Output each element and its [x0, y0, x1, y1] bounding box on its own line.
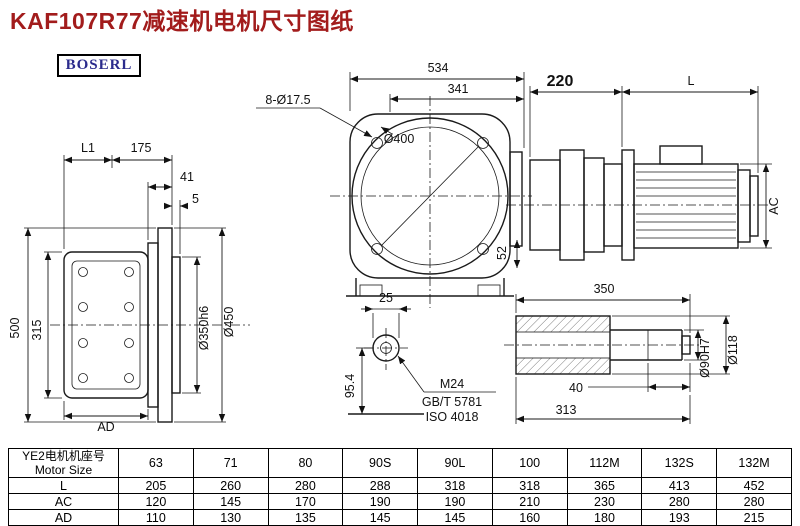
- motor-body: [633, 163, 739, 249]
- size-col-63: 63: [118, 448, 194, 478]
- technical-drawing: L1 175 41 5 500 315 AD Ø350h6 Ø45: [8, 61, 781, 434]
- bolt-hole: [371, 137, 383, 149]
- cell: 190: [342, 493, 419, 510]
- table-row-ad: AD 110 130 135 145 145 160 180 193 215: [8, 509, 792, 526]
- size-col-132m: 132M: [716, 448, 792, 478]
- dim-95-4: 95.4: [343, 374, 357, 398]
- motor-size-header: YE2电机机座号 Motor Size: [8, 448, 119, 478]
- row-label-ac: AC: [8, 493, 119, 510]
- flange-circle: [351, 117, 509, 275]
- dim-450: Ø450: [222, 307, 236, 338]
- motor-side-view: 220 L AC: [506, 73, 781, 261]
- dim-motor-l: L: [688, 74, 695, 88]
- size-col-90s: 90S: [342, 448, 419, 478]
- cell: 145: [417, 509, 493, 526]
- cell: 160: [491, 509, 568, 526]
- brand-logo: BOSERL: [57, 54, 141, 77]
- size-col-71: 71: [192, 448, 269, 478]
- dim-313: 313: [556, 403, 577, 417]
- cell: 260: [192, 477, 269, 494]
- cell: 135: [267, 509, 344, 526]
- dim-ad: AD: [97, 420, 114, 434]
- dim-315: 315: [30, 320, 44, 341]
- cell: 215: [716, 509, 792, 526]
- dim-118: Ø118: [726, 335, 740, 365]
- dim-25: 25: [379, 291, 393, 305]
- size-col-100: 100: [491, 448, 568, 478]
- dim-ac: AC: [767, 197, 781, 214]
- note-iso4018: ISO 4018: [426, 410, 479, 424]
- fan-cowl: [749, 175, 759, 237]
- bolt-hole: [371, 243, 383, 255]
- cell: 413: [641, 477, 718, 494]
- cell: 193: [641, 509, 718, 526]
- row-label-ad: AD: [8, 509, 119, 526]
- bolt-hole: [477, 243, 489, 255]
- size-col-80: 80: [267, 448, 344, 478]
- dim-220: 220: [547, 73, 574, 90]
- note-gbt5781: GB/T 5781: [422, 395, 482, 409]
- cell: 280: [267, 477, 344, 494]
- dim-400: Ø400: [384, 132, 415, 146]
- cell: 120: [118, 493, 194, 510]
- dim-90h7: Ø90H7: [698, 338, 712, 378]
- size-col-112m: 112M: [566, 448, 643, 478]
- page-title: KAF107R77减速机电机尺寸图纸: [10, 8, 354, 34]
- cell: 280: [716, 493, 792, 510]
- cell: 190: [417, 493, 493, 510]
- cell: 180: [566, 509, 643, 526]
- size-col-132s: 132S: [641, 448, 718, 478]
- table-row-l: L 205 260 280 288 318 318 365 413 452: [8, 477, 792, 494]
- cell: 205: [118, 477, 194, 494]
- bolt-hole: [477, 137, 489, 149]
- dim-175: 175: [131, 141, 152, 155]
- dim-534: 534: [428, 61, 449, 75]
- cell: 110: [118, 509, 194, 526]
- shaft-detail-view: 350 40 313 Ø90H7 Ø118 M24 GB/T 5781 ISO …: [397, 282, 740, 424]
- dim-shaft-350: 350: [594, 282, 615, 296]
- dim-52: 52: [495, 246, 509, 260]
- terminal-box: [659, 145, 703, 165]
- front-flange-view: 534 341 8-Ø17.5 Ø400 52 25 95.4: [256, 61, 532, 415]
- size-col-90l: 90L: [417, 448, 493, 478]
- cell: 145: [342, 509, 419, 526]
- cell: 210: [491, 493, 568, 510]
- shaft-section: [515, 315, 611, 375]
- cell: 452: [716, 477, 792, 494]
- dim-350h6: Ø350h6: [197, 306, 211, 351]
- dim-5: 5: [192, 192, 199, 206]
- cell: 318: [491, 477, 568, 494]
- dim-l1: L1: [81, 141, 95, 155]
- table-header-row: YE2电机机座号 Motor Size 63 71 80 90S 90L 100…: [8, 448, 792, 478]
- note-m24: M24: [440, 377, 464, 391]
- cell: 170: [267, 493, 344, 510]
- cell: 288: [342, 477, 419, 494]
- flange-spigot: [171, 256, 181, 394]
- cell: 230: [566, 493, 643, 510]
- table-row-ac: AC 120 145 170 190 190 210 230 280 280: [8, 493, 792, 510]
- dim-41: 41: [180, 170, 194, 184]
- dim-bolt-holes: 8-Ø17.5: [265, 93, 310, 107]
- cell: 145: [192, 493, 269, 510]
- dim-341: 341: [448, 82, 469, 96]
- motor-dimension-table: YE2电机机座号 Motor Size 63 71 80 90S 90L 100…: [8, 448, 792, 526]
- row-label-l: L: [8, 477, 119, 494]
- dim-40: 40: [569, 381, 583, 395]
- header-cn: YE2电机机座号: [22, 449, 105, 463]
- cell: 280: [641, 493, 718, 510]
- dim-500: 500: [8, 318, 22, 339]
- cell: 318: [417, 477, 493, 494]
- header-en: Motor Size: [34, 463, 93, 477]
- left-side-view: L1 175 41 5 500 315 AD Ø350h6 Ø45: [8, 141, 250, 434]
- cell: 365: [566, 477, 643, 494]
- cell: 130: [192, 509, 269, 526]
